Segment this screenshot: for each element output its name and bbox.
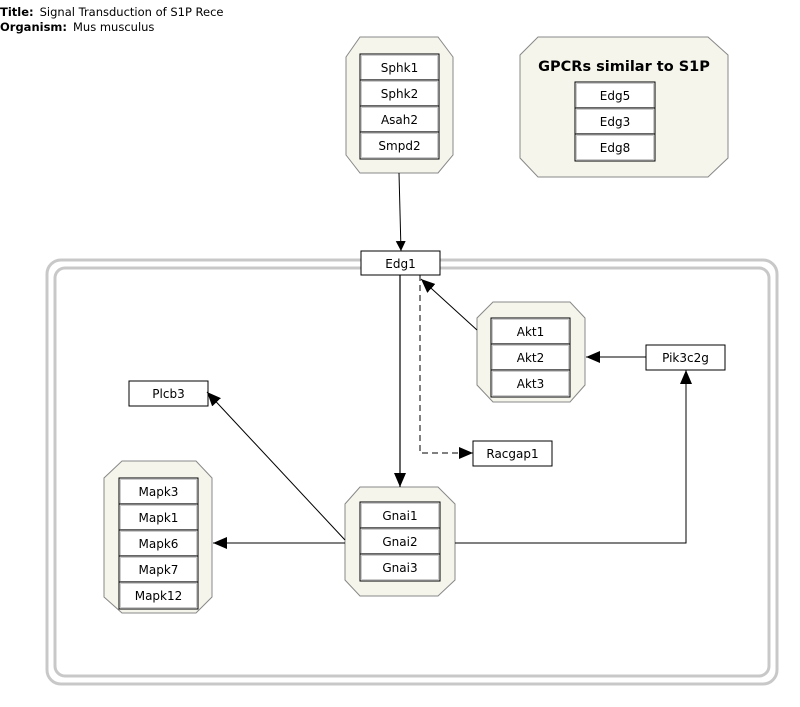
gene-label: Plcb3 [152, 387, 184, 401]
gene-edg3[interactable]: Edg3 [574, 107, 656, 136]
gene-mapk7[interactable]: Mapk7 [118, 555, 199, 584]
gene-label: Sphk1 [381, 61, 418, 75]
gene-edg1[interactable]: Edg1 [360, 250, 441, 276]
gene-label: Akt2 [517, 351, 545, 365]
gene-label: Akt1 [517, 325, 545, 339]
title-line: Title: Signal Transduction of S1P Rece [0, 5, 224, 19]
organism-name: Mus musculus [73, 20, 155, 34]
gene-label: Gnai2 [382, 535, 417, 549]
gene-label: Pik3c2g [662, 351, 709, 365]
gene-plcb3[interactable]: Plcb3 [128, 380, 209, 407]
organism-label: Organism: [0, 20, 67, 34]
gene-mapk3[interactable]: Mapk3 [118, 477, 199, 506]
gene-pik3c2g[interactable]: Pik3c2g [645, 344, 726, 371]
gene-akt1[interactable]: Akt1 [490, 317, 571, 346]
gene-label: Racgap1 [486, 447, 538, 461]
organism-line: Organism: Mus musculus [0, 20, 154, 34]
gene-label: Asah2 [381, 113, 418, 127]
gene-label: Smpd2 [378, 139, 420, 153]
gene-racgap1[interactable]: Racgap1 [472, 440, 553, 467]
edge-gnai-to-pik3c2g [455, 370, 692, 544]
gene-smpd2[interactable]: Smpd2 [359, 131, 440, 160]
gene-label: Mapk7 [139, 563, 179, 577]
gene-label: Gnai3 [382, 561, 417, 575]
gene-mapk12[interactable]: Mapk12 [118, 581, 199, 610]
gene-label: Mapk12 [135, 589, 183, 603]
gene-edg8[interactable]: Edg8 [574, 133, 656, 162]
gene-label: Mapk3 [139, 485, 179, 499]
gene-label: Edg1 [385, 257, 415, 271]
gene-edg5[interactable]: Edg5 [574, 81, 656, 110]
gene-mapk6[interactable]: Mapk6 [118, 529, 199, 558]
gene-label: Gnai1 [382, 509, 417, 523]
gene-label: Sphk2 [381, 87, 418, 101]
gene-label: Edg8 [600, 141, 630, 155]
gene-label: Mapk1 [139, 511, 179, 525]
edge-edg1-to-racgap1 [419, 275, 473, 459]
gene-label: Edg3 [600, 115, 630, 129]
gene-mapk1[interactable]: Mapk1 [118, 503, 199, 532]
gene-gnai3[interactable]: Gnai3 [359, 553, 441, 582]
edge-akt-to-edg1 [420, 278, 478, 331]
edge-gnai-to-plcb3 [206, 391, 346, 541]
gene-label: Mapk6 [139, 537, 179, 551]
gene-akt2[interactable]: Akt2 [490, 343, 571, 372]
gene-akt3[interactable]: Akt3 [490, 369, 571, 398]
gene-sphk2[interactable]: Sphk2 [359, 79, 440, 108]
edge-sphingosine-to-edg1 [395, 172, 406, 252]
pathway-title: Signal Transduction of S1P Rece [39, 5, 224, 19]
gene-asah2[interactable]: Asah2 [359, 105, 440, 134]
gene-gnai1[interactable]: Gnai1 [359, 501, 441, 530]
gene-gnai2[interactable]: Gnai2 [359, 527, 441, 556]
gene-sphk1[interactable]: Sphk1 [359, 53, 440, 82]
gpcr-group-title: GPCRs similar to S1P [538, 59, 710, 75]
gene-label: Edg5 [600, 89, 630, 103]
gene-label: Akt3 [517, 377, 545, 391]
title-label: Title: [0, 5, 34, 19]
